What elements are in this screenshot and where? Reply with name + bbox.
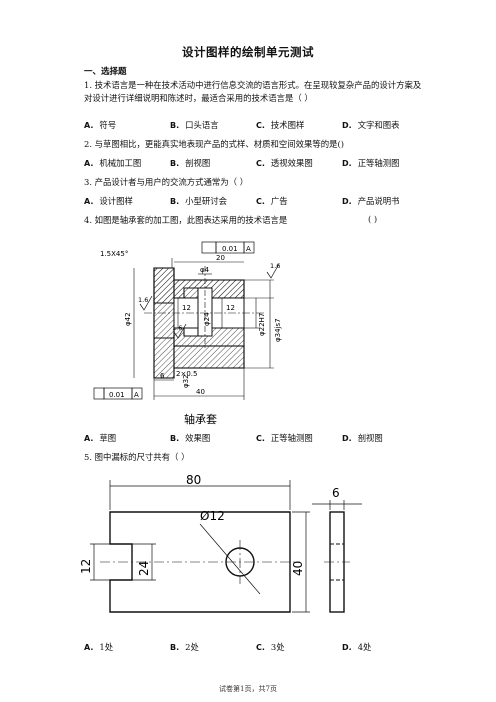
- option-a[interactable]: A.机械加工图: [84, 158, 142, 168]
- figure-caption: 轴承套: [184, 412, 217, 426]
- dim-rough-left: 1.6: [138, 296, 148, 304]
- tol-ref-top: A: [246, 245, 251, 253]
- question-number: 2.: [84, 139, 92, 149]
- dim-rough-mid: 1.6: [172, 324, 182, 332]
- option-a[interactable]: A.草图: [84, 433, 117, 443]
- dim-height: 40: [291, 561, 305, 576]
- dim-12a: 12: [182, 304, 191, 312]
- option-d[interactable]: D.4处: [342, 642, 372, 652]
- tolerance-frame-top: 0.01 A: [201, 241, 255, 254]
- dim-chamfer: 1.5X45°: [100, 250, 128, 258]
- option-b[interactable]: B.剖视图: [170, 158, 211, 168]
- answer-paren: ( ): [368, 214, 378, 224]
- question-text: 技术语言是一种在技术活动中进行信息交流的语言形式。在呈现较复杂产品的设计方案及对…: [84, 80, 422, 103]
- option-d[interactable]: D.正等轴测图: [342, 158, 400, 168]
- question-5: 5. 图中漏标的尺寸共有（ ）: [84, 451, 424, 464]
- dim-width: 80: [186, 473, 201, 487]
- bearing-sleeve-drawing: 0.01 A 0.01 A 1.5X45° 20 φ4 1.6 1.6 1.6 …: [93, 241, 282, 426]
- option-a[interactable]: A.符号: [84, 120, 117, 130]
- option-d[interactable]: D.剖视图: [342, 433, 383, 443]
- page-title: 设计图样的绘制单元测试: [182, 45, 314, 59]
- question-number: 5.: [84, 452, 92, 462]
- dim-hole: Ø12: [200, 509, 225, 523]
- section-heading: 一、选择题: [84, 67, 127, 77]
- question-text: 与草图相比，更能真实地表现产品的式样、材质和空间效果等的是(): [94, 139, 345, 149]
- dim-rough-top: 1.6: [270, 262, 280, 270]
- tol-value-bottom: 0.01: [109, 391, 125, 399]
- option-c[interactable]: C.正等轴测图: [256, 433, 313, 443]
- dim-40: 40: [196, 388, 205, 396]
- tol-ref-bottom: A: [134, 391, 139, 399]
- dim-thick: 6: [332, 486, 340, 500]
- dim-phi24: φ24: [203, 312, 211, 326]
- question-text: 产品设计者与用户的交流方式通常为（ ）: [94, 177, 249, 187]
- dim-phi22: φ22H7: [258, 313, 266, 336]
- option-b[interactable]: B.2处: [170, 642, 199, 652]
- option-b[interactable]: B.口头语言: [170, 120, 219, 130]
- question-text: 如图是轴承套的加工图，此图表达采用的技术语言是: [94, 215, 288, 225]
- page-footer: 试卷第1页，共7页: [219, 685, 277, 693]
- question-2-options: A.机械加工图 B.剖视图 C.透视效果图 D.正等轴测图: [84, 157, 424, 169]
- option-a[interactable]: A.1处: [84, 642, 114, 652]
- question-text: 图中漏标的尺寸共有（ ）: [94, 452, 190, 462]
- option-c[interactable]: C.技术图样: [256, 120, 305, 130]
- question-number: 1.: [84, 80, 92, 90]
- question-1: 1. 技术语言是一种在技术活动中进行信息交流的语言形式。在呈现较复杂产品的设计方…: [84, 79, 424, 105]
- option-d[interactable]: D.文字和图表: [342, 120, 400, 130]
- dim-slot-depth: 24: [137, 561, 151, 576]
- dim-phi4: φ4: [200, 266, 210, 274]
- dim-12b: 12: [226, 304, 235, 312]
- question-3-options: A.设计图样 B.小型研讨会 C.广告 D.产品说明书: [84, 195, 424, 207]
- option-b[interactable]: B.小型研讨会: [170, 196, 228, 206]
- dim-phi34: φ34js7: [274, 318, 282, 342]
- option-b[interactable]: B.效果图: [170, 433, 211, 443]
- question-4: 4. 如图是轴承套的加工图，此图表达采用的技术语言是: [84, 214, 424, 227]
- dim-20: 20: [216, 254, 225, 262]
- dim-phi32: φ32: [182, 374, 190, 388]
- question-number: 3.: [84, 177, 92, 187]
- question-3: 3. 产品设计者与用户的交流方式通常为（ ）: [84, 176, 424, 189]
- option-d[interactable]: D.产品说明书: [342, 196, 400, 206]
- question-4-options: A.草图 B.效果图 C.正等轴测图 D.剖视图: [84, 432, 424, 444]
- question-1-options: A.符号 B.口头语言 C.技术图样 D.文字和图表: [84, 119, 424, 131]
- dim-slot: 12: [80, 559, 93, 574]
- option-c[interactable]: C.广告: [256, 196, 288, 206]
- dim-6: 6: [160, 372, 165, 380]
- option-a[interactable]: A.设计图样: [84, 196, 133, 206]
- dim-phi42: φ42: [124, 312, 132, 326]
- question-2: 2. 与草图相比，更能真实地表现产品的式样、材质和空间效果等的是(): [84, 138, 424, 151]
- tol-value-top: 0.01: [222, 245, 238, 253]
- option-c[interactable]: C.3处: [256, 642, 285, 652]
- option-c[interactable]: C.透视效果图: [256, 158, 313, 168]
- question-number: 4.: [84, 215, 92, 225]
- question-5-options: A.1处 B.2处 C.3处 D.4处: [84, 641, 424, 653]
- tolerance-frame-bottom: 0.01 A: [93, 387, 143, 400]
- plate-drawing: 80 Ø12 6 12 24 40: [80, 473, 362, 613]
- dim-groove: 2×0.5: [176, 370, 197, 378]
